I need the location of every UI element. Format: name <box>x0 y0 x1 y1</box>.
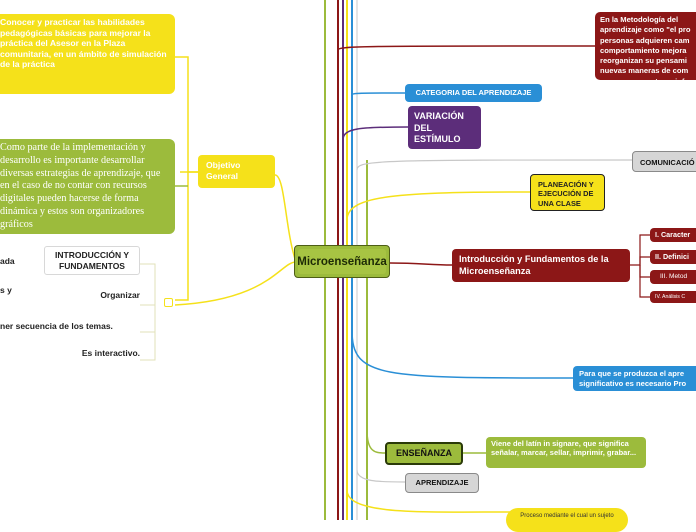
metodologia-text: En la Metodología del aprendizaje como "… <box>600 15 691 80</box>
intro-fundamentos-right-label: Introducción y Fundamentos de la Microen… <box>459 254 609 276</box>
intro-fundamentos-left-label: INTRODUCCIÓN Y FUNDAMENTOS <box>55 250 129 271</box>
collapse-toggle-icon[interactable] <box>164 298 173 307</box>
categoria-aprendizaje-node[interactable]: CATEGORIA DEL APRENDIZAJE <box>405 84 542 102</box>
objetivo-general-node[interactable]: Objetivo General <box>198 155 275 188</box>
subtopic-caracter[interactable]: I. Caracter <box>650 228 696 242</box>
subtopic-definicion-label: II. Definici <box>655 252 689 261</box>
central-topic[interactable]: Microenseñanza <box>294 245 390 278</box>
secuencia-label: ner secuencia de los temas. <box>0 321 113 331</box>
subtopic-metodologia-label: III. Metod <box>660 273 688 280</box>
proceso-text-box[interactable]: Proceso mediante el cual un sujeto <box>506 508 628 532</box>
aprendizaje-significativo-text: Para que se produzca el apre significati… <box>579 369 687 388</box>
objetivo-general-label: Objetivo General <box>206 160 241 181</box>
aprendizaje-node[interactable]: APRENDIZAJE <box>405 473 479 493</box>
truncated-sy-text: s y <box>0 285 20 297</box>
interactivo-node[interactable]: Es interactivo. <box>62 348 140 360</box>
subtopic-analisis-label: IV. Análisis C <box>655 294 686 300</box>
subtopic-definicion[interactable]: II. Definici <box>650 250 696 264</box>
ensenanza-definition-box[interactable]: Viene del latín in signare, que signific… <box>486 437 646 468</box>
central-topic-label: Microenseñanza <box>297 255 387 268</box>
subtopic-metodologia[interactable]: III. Metod <box>650 270 696 284</box>
ensenanza-label: ENSEÑANZA <box>395 448 452 458</box>
categoria-aprendizaje-label: CATEGORIA DEL APRENDIZAJE <box>415 88 532 97</box>
ensenanza-definition-text: Viene del latín in signare, que signific… <box>491 439 637 458</box>
objective-text: Conocer y practicar las habilidades peda… <box>0 17 167 70</box>
green-text-box[interactable]: Como parte de la implementación y desarr… <box>0 139 175 234</box>
organizar-label: Organizar <box>100 290 140 300</box>
organizar-node[interactable]: Organizar <box>84 290 140 302</box>
planeacion-ejecucion-node[interactable]: PLANEACIÓN Y EJECUCIÓN DE UNA CLASE <box>530 174 605 211</box>
planeacion-ejecucion-label: PLANEACIÓN Y EJECUCIÓN DE UNA CLASE <box>538 180 594 208</box>
comunicacion-label: COMUNICACIÓ <box>640 158 695 167</box>
central-topic-inner: Microenseñanza <box>297 249 387 274</box>
truncated-ada-text: ada <box>0 256 30 268</box>
secuencia-node[interactable]: ner secuencia de los temas. <box>0 321 140 333</box>
intro-fundamentos-right-node[interactable]: Introducción y Fundamentos de la Microen… <box>452 249 630 282</box>
green-text: Como parte de la implementación y desarr… <box>0 142 161 230</box>
interactivo-label: Es interactivo. <box>81 348 140 358</box>
subtopic-caracter-label: I. Caracter <box>655 230 691 239</box>
proceso-text: Proceso mediante el cual un sujeto <box>520 513 614 519</box>
aprendizaje-significativo-box[interactable]: Para que se produzca el apre significati… <box>573 366 696 391</box>
objective-text-box[interactable]: Conocer y practicar las habilidades peda… <box>0 14 175 94</box>
comunicacion-node[interactable]: COMUNICACIÓ <box>632 151 696 172</box>
subtopic-analisis[interactable]: IV. Análisis C <box>650 291 696 303</box>
variacion-estimulo-label: VARIACIÓN DEL ESTÍMULO <box>414 111 464 144</box>
aprendizaje-label: APRENDIZAJE <box>415 478 469 487</box>
metodologia-text-box[interactable]: En la Metodología del aprendizaje como "… <box>595 12 696 80</box>
variacion-estimulo-node[interactable]: VARIACIÓN DEL ESTÍMULO <box>408 106 481 149</box>
intro-fundamentos-left-node[interactable]: INTRODUCCIÓN Y FUNDAMENTOS <box>44 246 140 275</box>
ensenanza-node[interactable]: ENSEÑANZA <box>385 442 463 465</box>
